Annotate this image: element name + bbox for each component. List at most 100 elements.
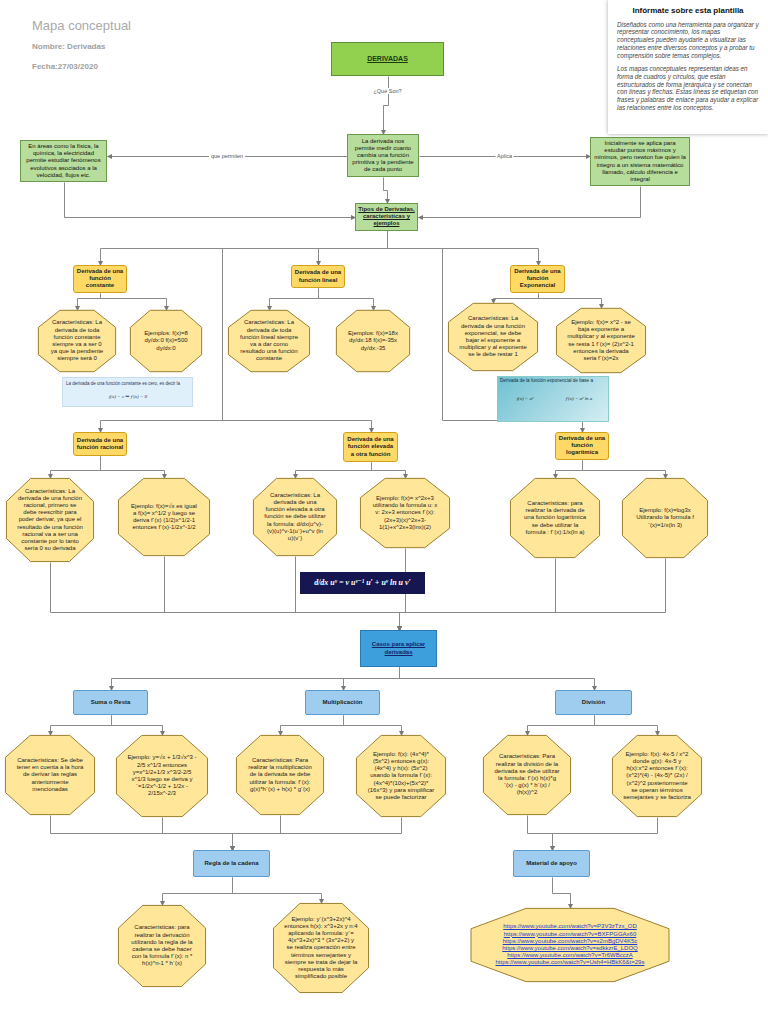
map-title: Mapa conceptual (32, 18, 131, 33)
connector (384, 77, 389, 135)
connector (233, 818, 402, 851)
connector (372, 463, 406, 479)
meta-text: Fecha:27/03/2020 (32, 62, 252, 71)
connector (528, 816, 553, 851)
connector (400, 668, 595, 691)
node-text: Ejemplo: f(x): (4x^4)*(5x^2) entonces g(… (367, 751, 435, 801)
node-text: Características: La derivada de una func… (264, 492, 326, 542)
node-text: Características: La derivada de una func… (17, 488, 83, 553)
connector (112, 668, 400, 691)
node-text: En áreas como la física, la química, la … (24, 143, 103, 179)
node-text: Ejemplos: f(x)=8 dy/dx:0 f(x)=500 dy/dx:… (141, 330, 191, 352)
detail-octagon: Ejemplo: y´(x^3+2x)^4 entonces h(x): x^3… (273, 903, 369, 993)
node-text: Ejemplo: y=√x + 1/3√x^3 - 2/5 x^1/3 ento… (127, 754, 197, 797)
connector (400, 559, 666, 631)
node-text: Características: Se debe tener en cuenta… (16, 757, 84, 793)
node-text: Características: La derivada de una func… (459, 315, 527, 358)
octagon-outline (510, 478, 599, 557)
octagon-outline (228, 310, 309, 371)
node-text: Ejemplo: f(x)=√x es igual a f(x)= x^1/2 … (129, 503, 199, 532)
connector (270, 289, 319, 311)
detail-octagon: Características: La derivada de toda fun… (228, 310, 310, 372)
concept-box: La derivada nos permite medir cuanto cam… (347, 134, 419, 177)
detail-octagon: Ejemplo: f(x)=log3x Utilizando la formul… (622, 478, 708, 558)
link-text: https://www.youtube.com/watch?v=P3V3zTzx… (503, 923, 637, 930)
connector (296, 463, 372, 479)
node-text: Derivada de una función lineal (294, 269, 342, 283)
type-header: Derivada de una función Exponencial (510, 265, 565, 293)
node-text: División (582, 699, 605, 706)
octagon-outline (38, 310, 115, 371)
connector (400, 559, 556, 631)
node-text: Ejemplo: f(x)=log3x Utilizando la formul… (633, 507, 697, 529)
octagon-outline (116, 735, 207, 816)
octagon-outline (130, 310, 201, 371)
connector (344, 716, 402, 736)
connector (319, 289, 374, 311)
octagon-outline (448, 303, 537, 370)
connector (78, 294, 101, 311)
detail-octagon: Ejemplos: f(x)=18x dy/dx:18 f(x)=-35x dy… (336, 310, 410, 372)
case-header: Regla de la cadena (193, 850, 270, 877)
node-text: Material de apoyo (526, 860, 577, 867)
connector (163, 878, 233, 906)
edge-label: Aplica (495, 153, 514, 159)
octagon-outline (360, 478, 449, 547)
octagon-outline (6, 478, 93, 561)
octagon-outline (5, 735, 94, 814)
formula-text: d/dx uᵛ = v uᵛ⁻¹ u′ + uᵛ ln u v′ (300, 577, 425, 587)
case-header: Multiplicación (305, 690, 380, 715)
formula-text: f(x) = c ⇒ f′(x) = 0 (66, 393, 190, 399)
node-text: Derivada de una función racional (76, 437, 124, 451)
node-text: Tipos de Derivadas, características y ej… (358, 206, 415, 228)
connector (51, 457, 101, 479)
connector (112, 716, 163, 736)
node-text: Características: para realizar la deriva… (129, 924, 195, 967)
octagon-outline (253, 478, 336, 555)
connector (556, 461, 583, 479)
node-text: Características: para realizar la deriva… (521, 500, 589, 536)
detail-octagon: Características: La derivada de una func… (448, 303, 538, 371)
type-header: Derivada de una función elevada a otra f… (343, 432, 398, 462)
detail-octagon: Ejemplo: f(x)=√x es igual a f(x)= x^1/2 … (118, 478, 210, 556)
connector (553, 878, 571, 909)
connector (494, 294, 539, 304)
detail-octagon: Ejemplo: f(x)= x^2 - se baja exponente a… (556, 308, 646, 373)
detail-octagon: Características: Se debe tener en cuenta… (5, 735, 95, 815)
octagon-outline (236, 735, 323, 814)
connector (65, 183, 356, 218)
node-text: Infórmate sobre esta plantilla (617, 6, 759, 16)
edge-label: ¿Qué Son? (371, 88, 403, 94)
detail-octagon: Ejemplo: f(x)= x^2x+3 utilizando la form… (360, 478, 450, 548)
hub-box: Casos para aplicar derivadas (360, 630, 437, 667)
connector (51, 816, 233, 851)
octagon-outline (556, 308, 645, 372)
link-text: https://www.youtube.com/watch?v=x2mBgDV4… (503, 938, 638, 945)
node-text: Ejemplo: y´(x^3+2x)^4 entonces h(x): x^3… (284, 916, 358, 981)
octagon-outline (273, 903, 368, 992)
connector (281, 716, 344, 736)
case-header: Suma o Resta (73, 690, 148, 715)
node-text: Diseñados como una herramienta para orga… (617, 21, 759, 60)
node-text: Derivada de una función constante (76, 268, 124, 290)
node-text: Ejemplo: f(x)= x^2x+3 utilizando la form… (371, 495, 439, 531)
connector (344, 668, 400, 691)
link-text: https://www.youtube.com/watch?v=Ush4=HBk… (496, 959, 645, 966)
node-text: La derivada nos permite medir cuanto cam… (351, 138, 415, 174)
connector (51, 716, 112, 736)
octagon-outline (622, 478, 707, 557)
title-box: DERIVADAS (331, 42, 444, 76)
connector (101, 294, 167, 311)
node-text: Características: La derivada de toda fun… (49, 319, 105, 362)
node-text: Derivada de una función logarítmica (558, 435, 606, 457)
connector (233, 878, 322, 904)
links-octagon: https://www.youtube.com/watch?v=P3V3zTzx… (470, 908, 670, 982)
connector (163, 818, 233, 851)
node-text: Suma o Resta (91, 699, 131, 706)
connector (101, 457, 165, 479)
link-text: https://www.youtube.com/watch?v=Tr6WBccz… (507, 952, 632, 959)
octagon-outline (118, 905, 205, 986)
connector (595, 716, 658, 736)
detail-octagon: Características: La derivada de una func… (253, 478, 337, 556)
